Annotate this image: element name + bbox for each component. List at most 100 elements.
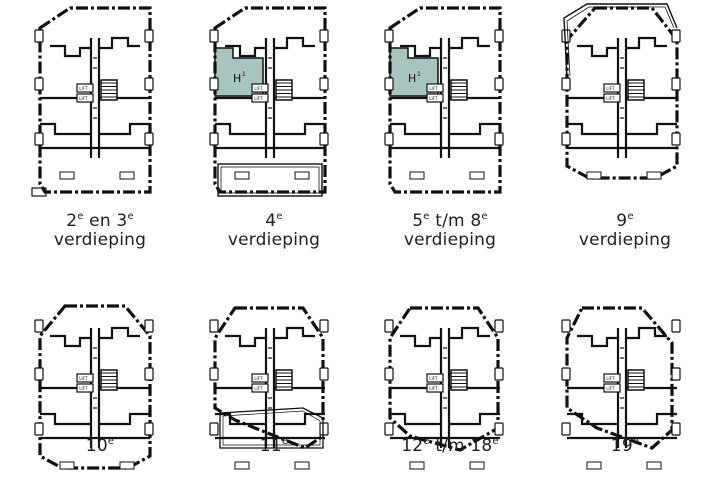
window-box — [646, 461, 662, 470]
outer-wall — [388, 306, 500, 452]
inner-wall — [449, 326, 490, 340]
outer-wall — [565, 6, 679, 180]
bay-window — [319, 319, 329, 333]
outer-wall — [565, 306, 674, 450]
bay-window — [671, 29, 681, 43]
lift-box — [76, 373, 94, 383]
bay-window — [34, 29, 44, 43]
inner-wall — [225, 334, 266, 348]
unit-label-h1: H — [233, 72, 241, 85]
bay-window — [209, 422, 219, 436]
window-box — [294, 171, 310, 180]
window-box — [646, 171, 662, 180]
inner-wall — [449, 36, 490, 50]
bay-window — [494, 77, 504, 91]
bay-window — [209, 77, 219, 91]
inner-wall — [449, 122, 500, 136]
window-box — [59, 171, 75, 180]
lift-label: LIFT — [606, 96, 615, 101]
inner-wall — [390, 122, 441, 136]
balcony-inner — [222, 410, 321, 446]
bay-window — [384, 422, 394, 436]
window-box — [119, 461, 135, 470]
bay-window — [144, 319, 154, 333]
lift-label: LIFT — [254, 376, 263, 381]
lift-label: LIFT — [79, 86, 88, 91]
label-plan-3: 5e t/m 8e verdieping — [403, 211, 497, 250]
inner-wall — [626, 122, 677, 136]
lift-box — [603, 383, 621, 393]
inner-wall — [567, 122, 618, 136]
bay-window — [209, 367, 219, 381]
balcony — [217, 163, 323, 197]
lift-box — [426, 373, 444, 383]
unit-label-h1-sup: 1 — [242, 71, 246, 78]
bay-window — [34, 132, 44, 146]
label-plan-2: 4e verdieping — [227, 211, 321, 250]
bay-window — [494, 132, 504, 146]
bay-window — [561, 29, 571, 43]
bay-window — [319, 367, 329, 381]
lift-label: LIFT — [606, 376, 615, 381]
highlight-unit-h1 — [214, 47, 264, 97]
outer-wall — [388, 6, 502, 194]
lift-box — [603, 83, 621, 93]
lift-label: LIFT — [79, 96, 88, 101]
bay-window — [144, 422, 154, 436]
label-plan-8: 19e — [610, 436, 640, 456]
label-plan-4: 9e verdieping — [578, 211, 672, 250]
window-box — [586, 461, 602, 470]
lift-label: LIFT — [254, 86, 263, 91]
lift-label: LIFT — [254, 96, 263, 101]
floor-plan-1: LIFT LIFT — [31, 6, 154, 197]
lift-label: LIFT — [429, 86, 438, 91]
bay-window — [671, 77, 681, 91]
label-plan-6: 11e — [259, 436, 289, 456]
outer-wall — [213, 6, 327, 194]
bay-window — [209, 29, 219, 43]
lift-box — [251, 93, 269, 103]
lift-box — [426, 383, 444, 393]
bay-window — [319, 132, 329, 146]
inner-wall — [40, 412, 91, 426]
inner-wall — [626, 412, 677, 426]
balcony — [563, 3, 678, 79]
inner-wall — [50, 44, 91, 58]
inner-wall — [577, 44, 618, 58]
bay-window — [144, 367, 154, 381]
inner-wall — [390, 412, 441, 426]
window-box — [294, 461, 310, 470]
window-box — [586, 171, 602, 180]
inner-wall — [40, 122, 91, 136]
inner-wall — [99, 412, 150, 426]
label-plan-7: 12e t/m 18e — [401, 436, 499, 456]
bay-window — [561, 77, 571, 91]
balcony-inner — [220, 166, 320, 194]
highlight-unit-h1 — [389, 47, 439, 97]
window-box — [119, 171, 135, 180]
lift-label: LIFT — [606, 86, 615, 91]
window-box — [234, 171, 250, 180]
bay-window — [494, 367, 504, 381]
stairwell — [450, 79, 468, 101]
lift-box — [251, 373, 269, 383]
stairwell — [100, 369, 118, 391]
bay-window — [209, 319, 219, 333]
stairwell — [275, 79, 293, 101]
bay-window — [671, 319, 681, 333]
bay-window — [144, 77, 154, 91]
bay-window — [561, 319, 571, 333]
inner-wall — [274, 122, 325, 136]
balcony-inner — [566, 6, 675, 77]
bay-window — [671, 367, 681, 381]
lift-label: LIFT — [429, 96, 438, 101]
inner-wall — [567, 412, 618, 426]
bay-window — [384, 319, 394, 333]
window-box — [469, 461, 485, 470]
lift-box — [426, 93, 444, 103]
